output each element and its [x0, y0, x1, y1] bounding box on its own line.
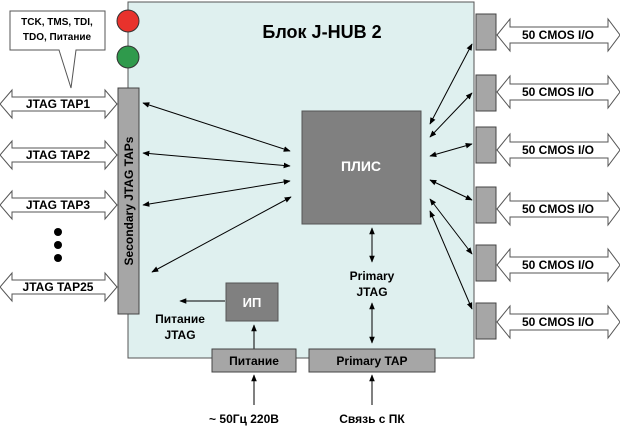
callout-line-1: TCK, TMS, TDI,	[21, 17, 93, 28]
ellipsis-dot	[54, 241, 62, 249]
io-connector	[475, 186, 497, 224]
fpga-label: ПЛИС	[341, 158, 381, 174]
green-led-icon	[116, 45, 140, 69]
arrow	[142, 102, 291, 152]
arrow	[429, 92, 473, 138]
primary-tap-label: Primary TAP	[336, 354, 407, 368]
red-led-icon	[116, 9, 140, 33]
jhub-panel	[127, 1, 475, 359]
io-connector	[475, 244, 497, 282]
power-box	[211, 348, 297, 373]
left-port-1: JTAG TAP1	[0, 88, 118, 120]
secondary-jtag-label: Secondary JTAG TAPs	[122, 136, 136, 265]
right-port-5: 50 CMOS I/O	[496, 247, 620, 283]
left-port-label: JTAG TAP2	[26, 148, 91, 162]
arrow	[429, 179, 473, 201]
right-port-label: 50 CMOS I/O	[522, 202, 594, 216]
primary-jtag-line-1: Primary	[350, 269, 395, 283]
right-port-label: 50 CMOS I/O	[522, 143, 594, 157]
pc-link-label: Связь с ПК	[339, 412, 405, 426]
right-port-3: 50 CMOS I/O	[496, 132, 620, 168]
callout-line-2: TDO, Питание	[23, 32, 92, 43]
left-port-label: JTAG TAP25	[23, 280, 94, 294]
left-port-25: JTAG TAP25	[0, 271, 118, 303]
right-port-label: 50 CMOS I/O	[522, 28, 594, 42]
right-port-2: 50 CMOS I/O	[496, 74, 620, 110]
jtag-power-line-2: JTAG	[164, 328, 195, 342]
primary-jtag-line-2: JTAG	[356, 285, 387, 299]
block-title: Блок J-HUB 2	[262, 22, 381, 42]
io-connector	[475, 74, 497, 112]
left-port-3: JTAG TAP3	[0, 189, 118, 221]
power-box-label: Питание	[229, 354, 279, 368]
io-connector	[475, 126, 497, 164]
right-port-label: 50 CMOS I/O	[522, 258, 594, 272]
psu-label: ИП	[243, 295, 262, 310]
signals-callout	[9, 10, 106, 89]
left-port-2: JTAG TAP2	[0, 139, 118, 171]
left-port-label: JTAG TAP1	[26, 97, 91, 111]
right-port-1: 50 CMOS I/O	[496, 17, 620, 53]
ellipsis-dot	[54, 228, 62, 236]
arrow	[429, 210, 473, 310]
right-port-label: 50 CMOS I/O	[522, 85, 594, 99]
io-connector	[475, 13, 497, 51]
left-port-label: JTAG TAP3	[26, 198, 91, 212]
ellipsis-dot	[54, 254, 62, 262]
jtag-power-line-1: Питание	[155, 312, 205, 326]
fpga-block	[301, 110, 422, 225]
secondary-jtag-bar	[117, 87, 140, 315]
arrow	[142, 150, 291, 169]
primary-tap-box	[308, 348, 436, 373]
right-port-6: 50 CMOS I/O	[496, 304, 620, 340]
arrow	[429, 143, 473, 157]
arrow	[151, 196, 292, 273]
right-port-4: 50 CMOS I/O	[496, 191, 620, 227]
mains-label: ~ 50Гц 220В	[209, 412, 279, 426]
io-connector	[475, 302, 497, 340]
psu-block	[225, 282, 279, 322]
right-port-label: 50 CMOS I/O	[522, 315, 594, 329]
